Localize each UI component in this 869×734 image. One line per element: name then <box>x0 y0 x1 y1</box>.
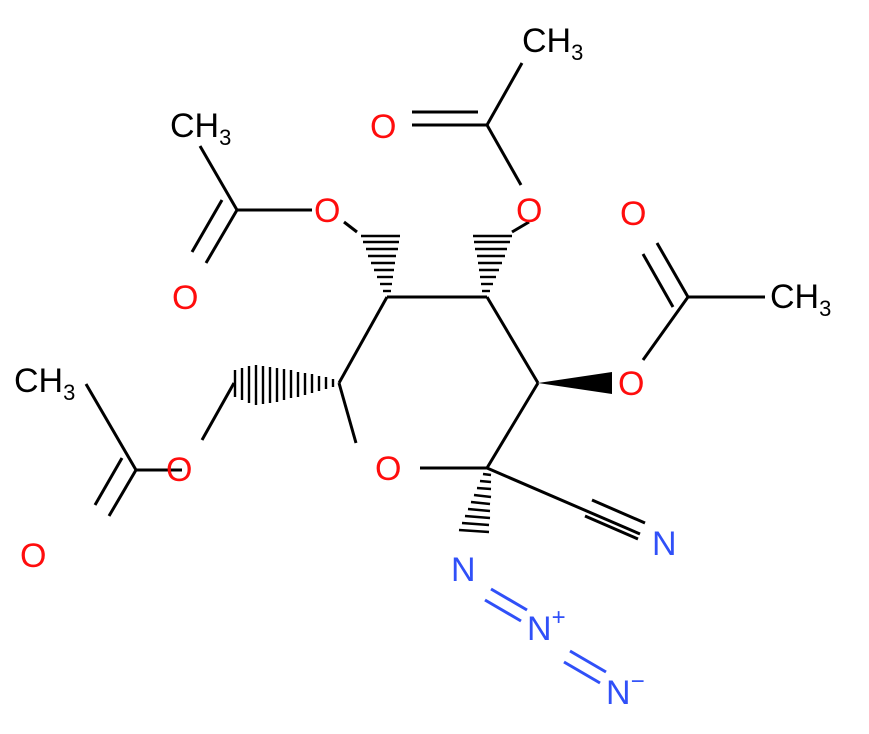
acetoxy-c6: O O CH3 <box>14 362 236 575</box>
methyl-c2: CH3 <box>770 278 831 321</box>
oxygen-c3-ester: O <box>516 192 542 230</box>
azide-nitrogen-3: N− <box>606 668 645 712</box>
hash-c5-ch2 <box>233 365 335 405</box>
oxygen-c6-carbonyl: O <box>20 537 46 575</box>
acetoxy-c3: O O CH3 <box>370 22 583 234</box>
acetoxy-c2: O O CH3 <box>618 195 831 403</box>
azide-nitrogen-1: N <box>451 551 476 589</box>
azide-nitrogen-2: N+ <box>527 604 566 648</box>
hashed-wedges <box>233 234 612 534</box>
wedge-c2-o <box>538 372 612 394</box>
oxygen-c4-ester: O <box>314 192 340 230</box>
methyl-c3: CH3 <box>522 22 583 65</box>
hash-c1-n <box>458 472 492 534</box>
methyl-c4: CH3 <box>170 107 231 150</box>
acetoxy-c4: O O CH3 <box>170 107 358 317</box>
methyl-c6: CH3 <box>14 362 75 405</box>
nitrile-nitrogen: N <box>652 525 677 563</box>
oxygen-c2-carbonyl: O <box>620 195 646 233</box>
hash-c3-o <box>473 234 512 293</box>
oxygen-c2-ester: O <box>618 365 644 403</box>
oxygen-c6-ester: O <box>166 451 192 489</box>
azide-group: N N+ N− <box>451 551 645 712</box>
oxygen-c3-carbonyl: O <box>370 108 396 146</box>
nitrile-group: N <box>486 466 677 563</box>
pyranose-ring <box>337 295 540 470</box>
oxygen-c4-carbonyl: O <box>172 279 198 317</box>
hash-c4-o <box>361 234 400 293</box>
ring-oxygen: O <box>375 450 401 488</box>
